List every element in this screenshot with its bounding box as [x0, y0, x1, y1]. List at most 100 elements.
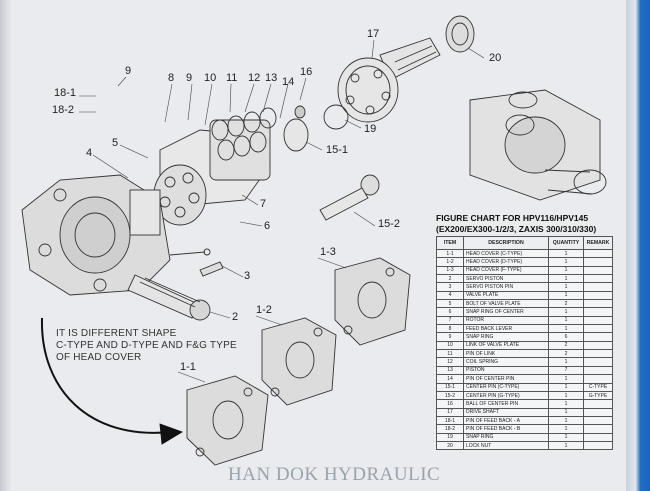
cell-quantity: 1: [548, 324, 584, 334]
page-edge-strip: [626, 0, 650, 491]
figure-chart-title: FIGURE CHART FOR HPV116/HPV145 (EX200/EX…: [436, 213, 596, 235]
cell-quantity: 1: [548, 274, 584, 284]
cell-remark: [583, 399, 613, 409]
cell-quantity: 1: [548, 407, 584, 417]
cell-item: 9: [436, 332, 464, 342]
head-cover-1-2-drawing: [261, 317, 337, 406]
cell-item: 4: [436, 290, 464, 301]
cell-description: BOLT OF VALVE PLATE: [463, 299, 549, 309]
cell-remark: [583, 307, 613, 317]
casing-drawing: [21, 174, 171, 296]
cell-description: SNAP RING: [463, 332, 549, 342]
cell-description: FEED BACK LEVER: [463, 324, 549, 334]
cell-item: 15-2: [436, 390, 464, 401]
callout-11: 11: [226, 72, 238, 84]
cell-description: PIN OF FEED BACK - B: [463, 424, 549, 434]
callout-15-2: 15-2: [378, 218, 401, 230]
cell-description: SERVO PISTON: [463, 274, 549, 284]
cell-remark: G-TYPE: [583, 390, 613, 401]
cell-item: 2: [436, 274, 464, 284]
cell-item: 1-1: [436, 248, 464, 259]
cell-remark: [583, 357, 613, 367]
col-quantity: QUANTITY: [548, 236, 584, 250]
page-fold-shadow: [0, 0, 12, 491]
cell-item: 11: [436, 349, 464, 359]
cell-remark: C-TYPE: [583, 382, 613, 392]
cell-description: PIN OF CENTER PIN: [463, 374, 549, 384]
cell-quantity: 1: [548, 307, 584, 317]
callout-8: 8: [168, 72, 175, 84]
cell-remark: [583, 257, 613, 267]
servo-piston-drawing: [127, 274, 211, 321]
cell-description: LINK OF VALVE PLATE: [463, 340, 549, 351]
cell-remark: [583, 290, 613, 301]
cell-description: BALL OF CENTER PIN: [463, 399, 549, 409]
callout-7: 7: [260, 198, 267, 210]
cell-quantity: 6: [548, 332, 584, 342]
callout-9-top: 9: [125, 65, 132, 77]
callout-9: 9: [186, 72, 193, 84]
cell-quantity: 1: [548, 390, 584, 401]
col-item: ITEM: [436, 236, 464, 250]
cell-item: 16: [436, 399, 464, 409]
cell-quantity: 1: [548, 357, 584, 367]
callout-18-2: 18-2: [52, 104, 75, 116]
callout-5: 5: [112, 137, 119, 149]
cell-remark: [583, 340, 613, 351]
cell-item: 20: [436, 440, 464, 451]
pump-housing-cutaway: [469, 89, 607, 201]
cell-quantity: 1: [548, 374, 584, 384]
cell-description: ROTOR: [463, 315, 549, 326]
pointer-arrow: [40, 317, 171, 434]
cell-description: LOCK NUT: [463, 440, 549, 451]
cell-item: 7: [436, 315, 464, 326]
callout-20: 20: [489, 52, 502, 64]
figure-chart-title-line2: (EX200/EX300-1/2/3, ZAXIS 300/310/330): [436, 224, 597, 234]
col-description: DESCRIPTION: [463, 236, 549, 250]
cell-item: 19: [436, 432, 464, 442]
head-cover-1-3-drawing: [334, 257, 411, 346]
cell-quantity: 2: [548, 299, 584, 309]
callout-1-1: 1-1: [180, 361, 196, 373]
cell-quantity: 1: [548, 415, 584, 426]
cell-quantity: 1: [548, 382, 584, 392]
cell-item: 6: [436, 307, 464, 317]
cell-quantity: 1: [548, 282, 584, 292]
cell-remark: [583, 407, 613, 417]
leader-lines: [79, 39, 485, 383]
callout-16: 16: [300, 66, 313, 78]
cell-remark: [583, 365, 613, 376]
cell-quantity: 1: [548, 315, 584, 326]
cell-item: 18-1: [436, 415, 464, 426]
cell-description: DRIVE SHAFT: [463, 407, 549, 417]
note-line: OF HEAD COVER: [56, 352, 142, 363]
cell-description: SNAP RING OF CENTER: [463, 307, 549, 317]
cell-remark: [583, 299, 613, 309]
cell-description: COIL SPRING: [463, 357, 549, 367]
cell-quantity: 2: [548, 340, 584, 351]
cell-item: 15-1: [436, 382, 464, 392]
cell-remark: [583, 274, 613, 284]
cell-item: 18-2: [436, 424, 464, 434]
note-line: C-TYPE AND D-TYPE AND F&G TYPE: [56, 340, 237, 351]
callout-1-2: 1-2: [256, 304, 272, 316]
cell-remark: [583, 324, 613, 334]
cell-quantity: 1: [548, 290, 584, 301]
cell-description: HEAD COVER (C-TYPE): [463, 248, 549, 259]
rotor-group-drawing: [153, 104, 349, 226]
